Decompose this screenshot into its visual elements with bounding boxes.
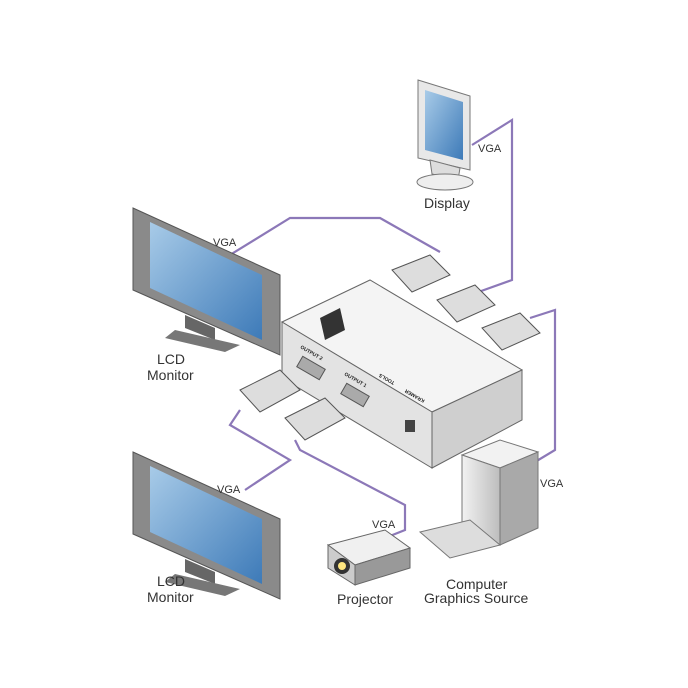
- lcd-top-label-2: Monitor: [147, 367, 194, 383]
- cable-display: [469, 118, 514, 297]
- vga-connectors: [239, 254, 541, 441]
- computer-label-2: Graphics Source: [424, 590, 528, 606]
- lcd-bottom-label-2: Monitor: [147, 589, 194, 605]
- lcd-monitor-bottom: [132, 451, 281, 600]
- cable-lcd-bottom: [228, 409, 293, 491]
- keyboard: [418, 519, 502, 559]
- output-2-port: [296, 355, 326, 381]
- cable-projector: [294, 439, 407, 542]
- cable-computer: [529, 308, 557, 466]
- lcd-top-label-1: LCD: [157, 351, 185, 367]
- cable-lcd-top: [224, 216, 441, 259]
- projector-label: Projector: [337, 591, 393, 607]
- display-monitor: [416, 79, 474, 191]
- vga-cables: [224, 118, 557, 542]
- output-1-port: [340, 382, 370, 408]
- lcd-bottom-vga-label: VGA: [217, 484, 241, 496]
- computer-vga-label: VGA: [540, 478, 564, 490]
- lcd-monitor-top: [132, 207, 281, 356]
- power-port: [405, 420, 415, 432]
- computer-label-1: Computer: [446, 576, 508, 592]
- lcd-bottom-label-1: LCD: [157, 573, 185, 589]
- lcd-top-vga-label: VGA: [213, 237, 237, 249]
- computer: [418, 439, 540, 559]
- projector-vga-label: VGA: [372, 519, 396, 531]
- kramer-tools-device: KRAMER TOOLS OUTPUT 2 OUTPUT 1: [280, 279, 524, 469]
- display-label: Display: [424, 195, 470, 211]
- display-vga-label: VGA: [478, 143, 502, 155]
- kramer-logo: [320, 308, 345, 340]
- projector: [326, 529, 412, 586]
